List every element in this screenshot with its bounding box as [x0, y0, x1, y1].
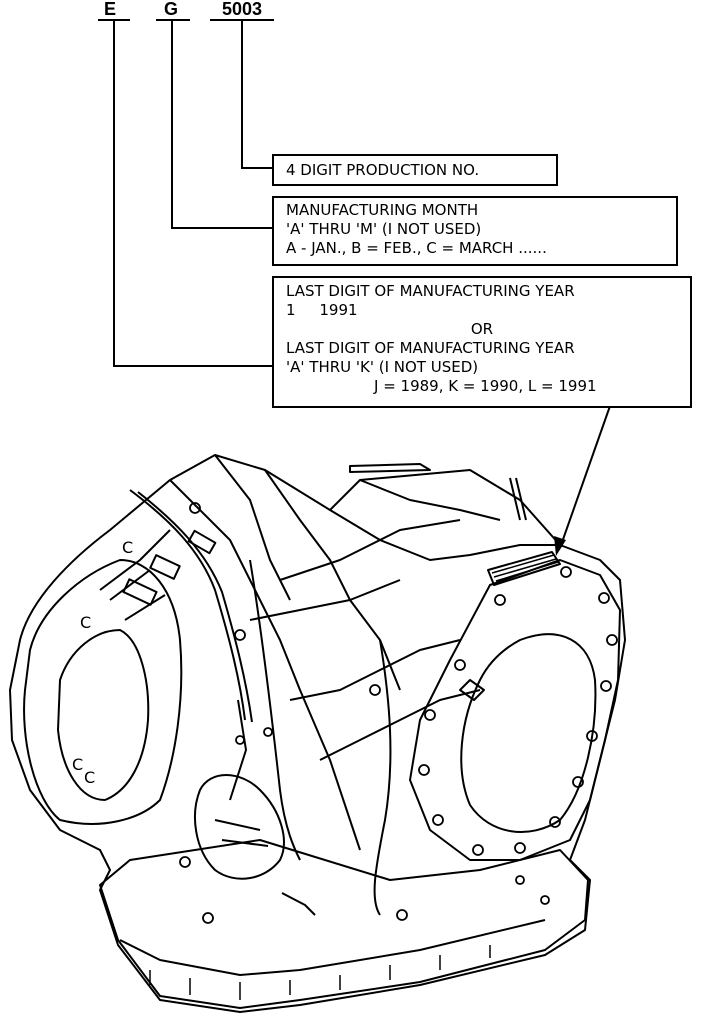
oil-pan-flange: [119, 919, 546, 976]
svg-text:C: C: [84, 768, 95, 787]
production-number-label: 4 DIGIT PRODUCTION NO.: [286, 161, 480, 179]
month-example: A - JAN., B = FEB., C = MARCH ......: [286, 239, 547, 257]
svg-text:C: C: [122, 538, 133, 557]
code-letter-e: E: [104, 0, 117, 19]
stamp-arrow-line: [559, 405, 611, 549]
svg-text:C: C: [80, 613, 91, 632]
transaxle-drawing: [9, 454, 626, 1013]
transaxle-outline: [9, 454, 626, 1013]
year-range: 'A' THRU 'K' (I NOT USED): [286, 358, 479, 376]
code-letter-g: G: [164, 0, 179, 19]
year-title-1: LAST DIGIT OF MANUFACTURING YEAR: [286, 282, 575, 300]
manufacturing-month-box: MANUFACTURING MONTH 'A' THRU 'M' (I NOT …: [272, 196, 678, 266]
production-leader: [241, 20, 272, 169]
oil-pan: [99, 839, 589, 1009]
code-production-number: 5003: [222, 0, 263, 19]
manufacturing-year-box: LAST DIGIT OF MANUFACTURING YEAR 1 1991 …: [272, 276, 692, 408]
leader-lines: [98, 19, 611, 549]
production-number-box: 4 DIGIT PRODUCTION NO.: [272, 154, 558, 186]
year-example-2: J = 1989, K = 1990, L = 1991: [374, 377, 597, 395]
serial-stamp-area: [487, 551, 561, 586]
year-or: OR: [470, 320, 494, 338]
cooler-pipe: [249, 559, 301, 861]
month-range: 'A' THRU 'M' (I NOT USED): [286, 220, 482, 238]
svg-text:C: C: [72, 755, 83, 774]
month-leader: [171, 20, 272, 229]
month-title: MANUFACTURING MONTH: [286, 201, 479, 219]
shift-lever: [194, 774, 285, 880]
year-title-2: LAST DIGIT OF MANUFACTURING YEAR: [286, 339, 575, 357]
year-example-1: 1 1991: [286, 301, 358, 319]
year-leader: [113, 20, 272, 367]
converter-housing: [23, 559, 183, 825]
shift-cable: [129, 489, 246, 721]
side-cover: [409, 559, 621, 861]
